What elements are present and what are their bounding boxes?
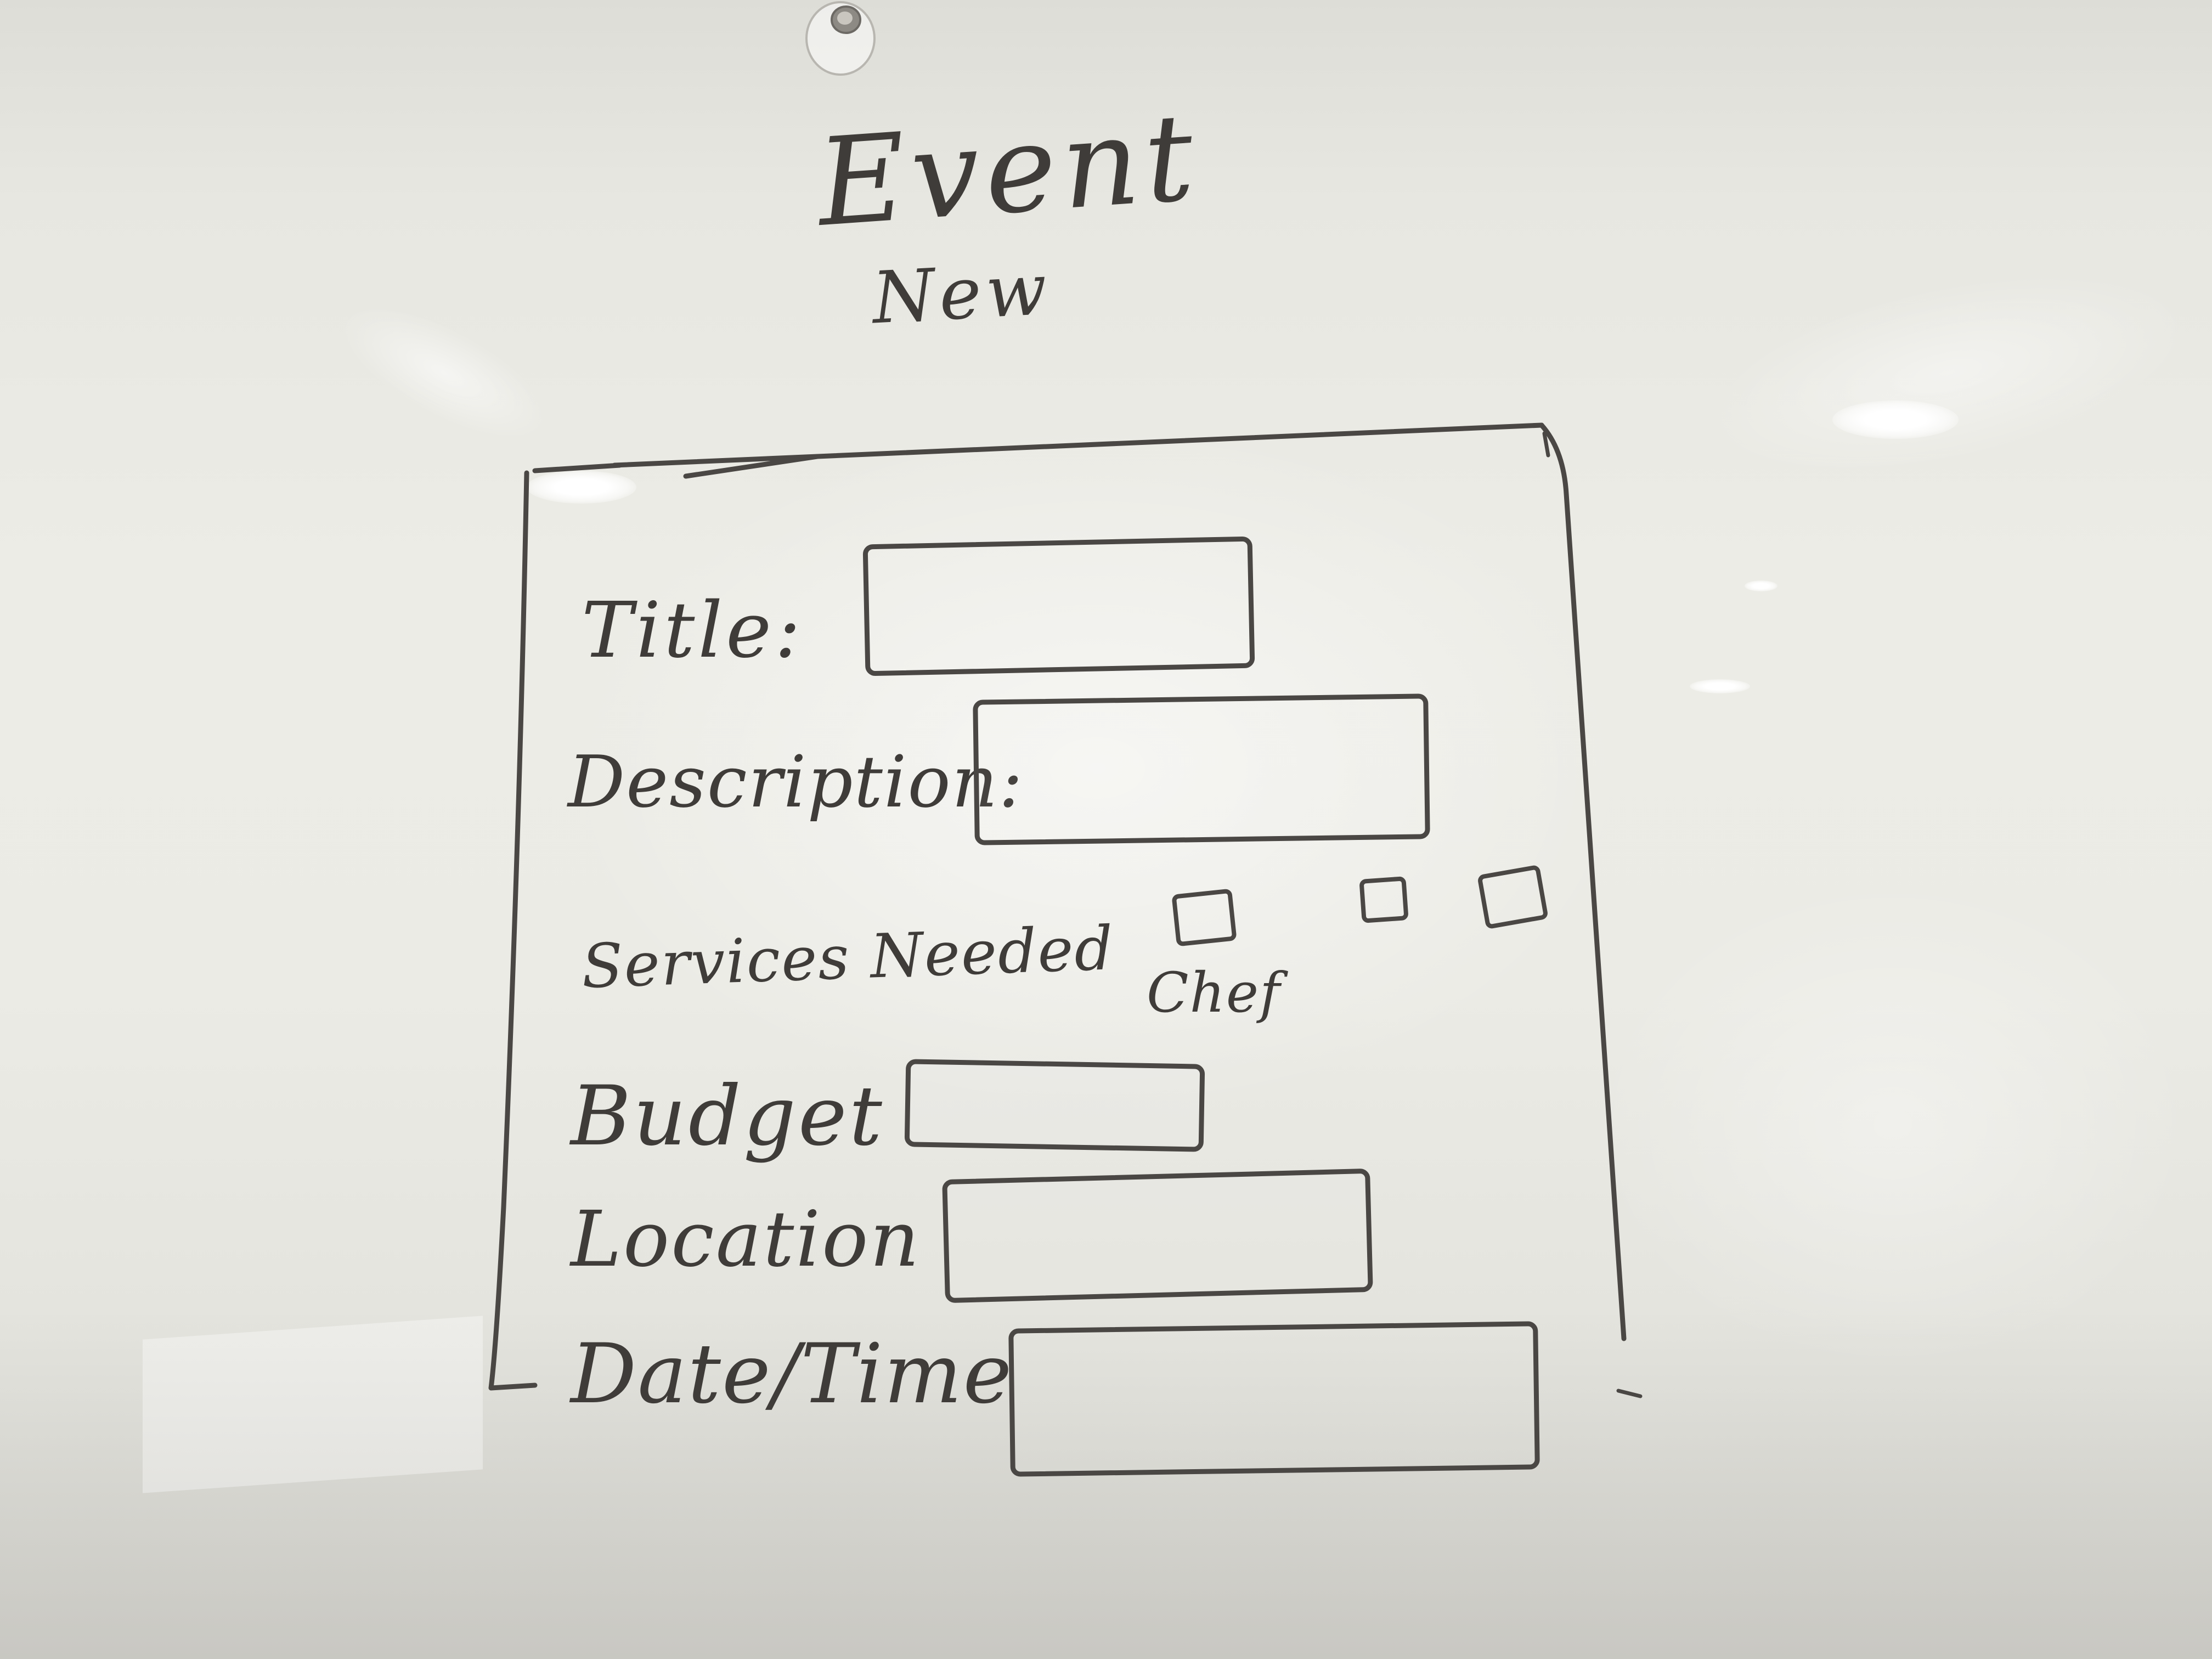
description-label: Description:	[568, 740, 1024, 823]
description-input[interactable]	[973, 693, 1430, 845]
floor-reflection	[0, 1306, 2212, 1659]
ceiling-light-reflection	[1690, 679, 1750, 693]
location-label: Location	[571, 1195, 921, 1284]
ceiling-light-reflection	[1745, 580, 1778, 591]
chef-checkbox[interactable]	[1171, 888, 1237, 947]
title-label: Title:	[582, 586, 804, 675]
suction-cup-icon	[805, 1, 876, 76]
ceiling-light-reflection	[1832, 400, 1959, 439]
chef-checkbox-label: Chef	[1147, 961, 1282, 1025]
ceiling-light-reflection	[527, 471, 636, 504]
service-checkbox[interactable]	[1359, 876, 1409, 923]
location-input[interactable]	[942, 1168, 1373, 1304]
budget-label: Budget	[571, 1069, 884, 1164]
page-title: Event	[812, 87, 1204, 253]
date-time-input[interactable]	[1008, 1321, 1540, 1477]
page-subtitle: New	[870, 247, 1053, 340]
budget-input[interactable]	[904, 1059, 1205, 1152]
date-time-label: Date/Time	[571, 1327, 1013, 1422]
services-needed-label: Services Needed	[580, 913, 1115, 1002]
title-input[interactable]	[862, 536, 1255, 676]
service-checkbox[interactable]	[1477, 864, 1549, 930]
